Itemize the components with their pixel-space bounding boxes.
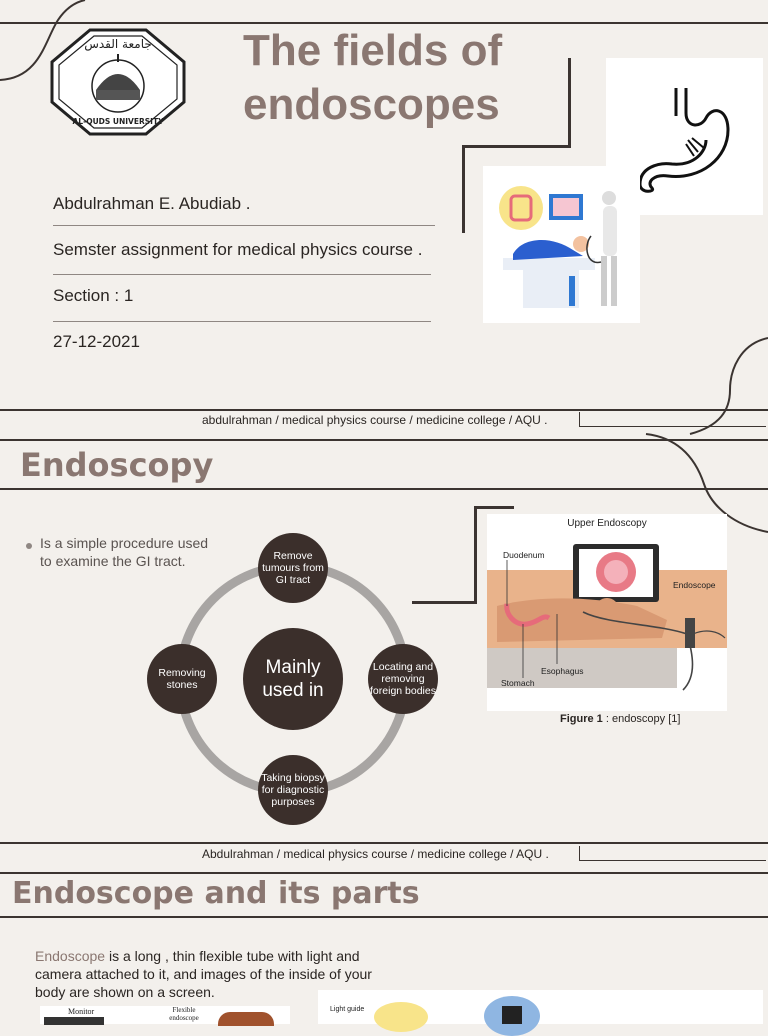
node-right-label: Locating and removing foreign bodies: [370, 661, 436, 697]
slide1-bottom-rule: [0, 409, 768, 411]
slide1-footer: abdulrahman / medical physics course / m…: [202, 413, 548, 427]
decorative-curve-right-1: [689, 337, 768, 435]
figure-heading: Upper Endoscopy: [567, 518, 647, 529]
slide2-footer: Abdulrahman / medical physics course / m…: [202, 847, 549, 861]
assignment-underline: [53, 274, 431, 275]
node-bottom-label: Taking biopsy for diagnostic purposes: [261, 772, 325, 808]
node-removing-stones: Removing stones: [147, 644, 217, 714]
slide3-top-rule: [0, 872, 768, 874]
procedure-illustration-card: [483, 166, 640, 323]
label-esophagus: Esophagus: [541, 666, 584, 676]
figure-frame-v: [474, 506, 477, 604]
figure-frame-h2: [412, 601, 477, 604]
slide2-title-rule: [0, 488, 768, 490]
slide2-top-rule: [0, 439, 768, 441]
footer-box-1: [579, 412, 766, 427]
node-remove-tumours: Remove tumours from GI tract: [258, 533, 328, 603]
figure-frame-h: [474, 506, 514, 509]
date-text: 27-12-2021: [53, 332, 140, 351]
figure-caption-label: Figure 1: [560, 713, 603, 725]
university-logo: جامعة القدس AL-QUDS UNIVERSITY: [50, 28, 186, 136]
endoscope-parts-figure-2: Light guide: [318, 990, 763, 1036]
endoscope-parts-title: Endoscope and its parts: [12, 876, 420, 911]
stomach-icon: [638, 88, 730, 193]
node-biopsy: Taking biopsy for diagnostic purposes: [258, 755, 328, 825]
frame-line-v2: [462, 145, 465, 233]
endoscope-term: Endoscope: [35, 948, 106, 964]
label-endoscope: Endoscope: [673, 580, 716, 590]
figure-caption-text: : endoscopy [1]: [602, 713, 681, 725]
bullet-text: Is a simple procedure used to examine th…: [40, 535, 209, 569]
assignment-text: Semster assignment for medical physics c…: [53, 240, 423, 259]
node-left-label: Removing stones: [158, 667, 206, 691]
author-underline: [53, 225, 435, 226]
section-underline: [53, 321, 431, 322]
endoscopy-title: Endoscopy: [20, 446, 214, 484]
label-flexible-endoscope: Flexible endoscope: [169, 1006, 199, 1022]
author-name: Abdulrahman E. Abudiab .: [53, 194, 251, 213]
page-title: The fields of endoscopes: [243, 26, 503, 129]
camera-shape: [502, 1006, 522, 1024]
figure-caption: Figure 1 : endoscopy [1]: [560, 713, 680, 725]
label-duodenum: Duodenum: [503, 550, 545, 560]
node-foreign-bodies: Locating and removing foreign bodies: [368, 644, 438, 714]
slide3-body: Endoscope is a long , thin flexible tube…: [35, 947, 405, 1001]
section-text: Section : 1: [53, 286, 134, 305]
top-rule: [0, 22, 768, 24]
frame-line-v1: [568, 58, 571, 148]
label-stomach: Stomach: [501, 678, 535, 688]
decorative-curve-right-2: [645, 433, 768, 533]
upper-endoscopy-figure: Upper Endoscopy Duodenum Endoscope Esoph…: [487, 514, 727, 711]
slide3-title-rule: [0, 916, 768, 918]
label-monitor: Monitor: [68, 1007, 95, 1016]
label-light-guide: Light guide: [330, 1006, 365, 1013]
frame-line-h1: [462, 145, 571, 148]
node-top-label: Remove tumours from GI tract: [262, 550, 324, 586]
footer-box-2: [579, 846, 766, 861]
svg-text:جامعة القدس: جامعة القدس: [84, 37, 152, 52]
endoscope-parts-figure-1: Monitor Flexible endoscope: [40, 1006, 290, 1026]
logo-text: AL-QUDS UNIVERSITY: [73, 117, 165, 126]
endoscope-handle-shape: [218, 1012, 274, 1026]
decorative-curve-top-left: [0, 0, 86, 81]
upper-endoscopy-illustration: Upper Endoscopy Duodenum Endoscope Esoph…: [487, 518, 727, 691]
cycle-center: Mainly used in: [243, 628, 343, 730]
center-label: Mainly used in: [262, 657, 324, 701]
slide2-bottom-rule: [0, 842, 768, 844]
endoscope-definition: is a long , thin flexible tube with ligh…: [35, 948, 372, 1000]
light-guide-circle: [374, 1002, 428, 1032]
monitor-shape: [44, 1017, 104, 1025]
procedure-illustration: [499, 186, 617, 308]
bullet-dot: [26, 543, 32, 549]
